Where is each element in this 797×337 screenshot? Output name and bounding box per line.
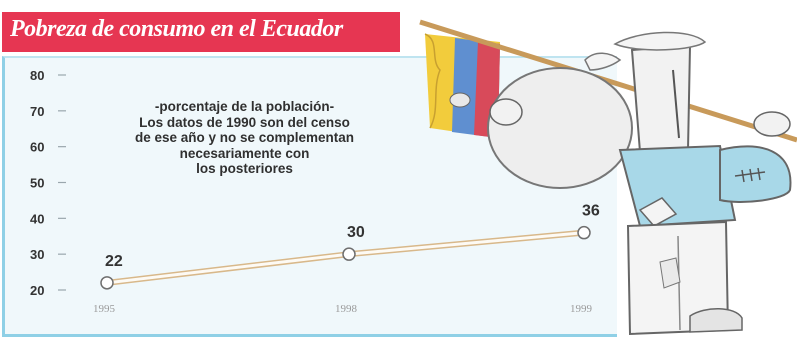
figure-shirt <box>618 144 737 228</box>
y-tick-label: 70 <box>30 104 44 119</box>
x-axis: 1995 1998 1999 <box>93 303 593 315</box>
data-labels: 22 30 36 <box>105 203 600 270</box>
cartoon-figure-illustration <box>419 19 797 336</box>
y-axis: 20 30 40 50 60 70 80 <box>30 68 66 298</box>
annotation-line: -porcentaje de la población- <box>154 99 335 114</box>
x-tick-label: 1999 <box>570 303 593 315</box>
y-tick-label: 20 <box>30 283 44 298</box>
y-tick-label: 50 <box>30 176 44 191</box>
data-point <box>577 225 591 240</box>
y-tick-label: 80 <box>30 68 44 83</box>
data-label: 22 <box>105 253 123 270</box>
ecuador-flag-icon <box>424 33 500 138</box>
x-tick-label: 1995 <box>93 303 116 315</box>
bundle-sack <box>487 67 633 189</box>
annotation-line: necesariamente con <box>179 145 310 161</box>
y-tick-label: 60 <box>30 140 44 155</box>
annotation-line: Los datos de 1990 son del censo <box>139 114 350 130</box>
series-points <box>100 225 591 290</box>
annotation-line: los posteriores <box>196 161 293 176</box>
chart-annotation: -porcentaje de la población- Los datos d… <box>112 99 377 177</box>
data-point <box>100 276 114 290</box>
data-label: 36 <box>582 203 600 220</box>
flag-pole <box>419 19 797 143</box>
data-point <box>342 247 356 261</box>
data-label: 30 <box>347 224 365 241</box>
y-tick-label: 40 <box>30 211 44 226</box>
annotation-line: de ese año y no se complementan <box>134 130 355 145</box>
x-tick-label: 1998 <box>335 303 358 315</box>
y-tick-label: 30 <box>30 247 44 262</box>
chart-title: Pobreza de consumo en el Ecuador <box>10 16 343 42</box>
title-banner: Pobreza de consumo en el Ecuador <box>2 12 400 52</box>
figure-head <box>630 44 692 154</box>
